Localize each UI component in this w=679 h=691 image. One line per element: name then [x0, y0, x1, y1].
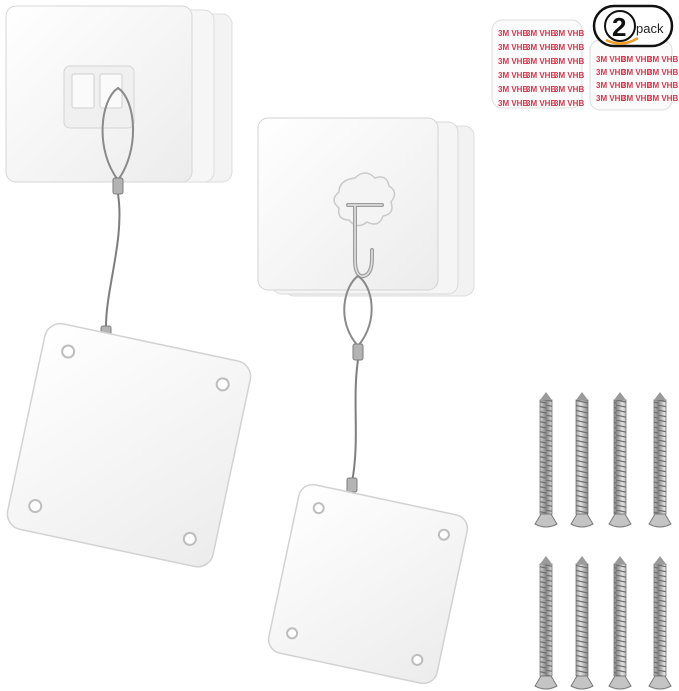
screw-icon	[534, 556, 558, 690]
screw-icon	[648, 392, 672, 528]
door-closer-unit-small	[267, 483, 469, 685]
tape-print: 3M VHB	[526, 99, 556, 108]
tape-print: 3M VHB	[554, 29, 584, 38]
tape-print: 3M VHB	[554, 71, 584, 80]
screw-icon	[570, 556, 594, 690]
screw-icon	[534, 392, 558, 528]
screw-icon	[608, 392, 632, 528]
tape-print: 3M VHB	[648, 68, 678, 77]
tape-print: 3M VHB	[498, 43, 528, 52]
tape-print: 3M VHB	[596, 55, 626, 64]
adhesive-plate-stack-hook	[257, 117, 475, 297]
tape-print: 3M VHB	[498, 71, 528, 80]
tape-print: 3M VHB	[526, 71, 556, 80]
tape-print: 3M VHB	[526, 57, 556, 66]
tape-print: 3M VHB	[554, 57, 584, 66]
tape-print: 3M VHB	[648, 81, 678, 90]
door-closer-unit-large	[6, 322, 252, 568]
tape-print: 3M VHB	[554, 43, 584, 52]
tape-print: 3M VHB	[498, 29, 528, 38]
tape-print: 3M VHB	[526, 43, 556, 52]
tape-print: 3M VHB	[526, 29, 556, 38]
tape-print: 3M VHB	[596, 68, 626, 77]
tape-print: 3M VHB	[526, 85, 556, 94]
screw-icon	[570, 392, 594, 528]
hook-base-icon	[333, 172, 396, 227]
tape-print: 3M VHB	[498, 99, 528, 108]
tape-print: 3M VHB	[596, 81, 626, 90]
tape-print: 3M VHB	[554, 85, 584, 94]
adhesive-plate-stack-left	[5, 5, 233, 183]
tape-print: 3M VHB	[498, 85, 528, 94]
two-pack-badge: 2 pack	[592, 4, 674, 48]
tape-print: 3M VHB	[648, 94, 678, 103]
tape-print: 3M VHB	[622, 55, 652, 64]
tape-print: 3M VHB	[596, 94, 626, 103]
tape-print: 3M VHB	[622, 94, 652, 103]
screw-icon	[648, 556, 672, 690]
tape-print: 3M VHB	[622, 81, 652, 90]
tape-print: 3M VHB	[648, 55, 678, 64]
badge-label: pack	[636, 21, 664, 36]
smile-arrow-icon	[605, 36, 639, 45]
tape-print: 3M VHB	[622, 68, 652, 77]
screw-icon	[608, 556, 632, 690]
screw-set	[534, 392, 672, 690]
tape-print: 3M VHB	[554, 99, 584, 108]
tape-print: 3M VHB	[498, 57, 528, 66]
badge-count: 2	[612, 12, 626, 42]
steel-cable-right	[343, 274, 373, 493]
